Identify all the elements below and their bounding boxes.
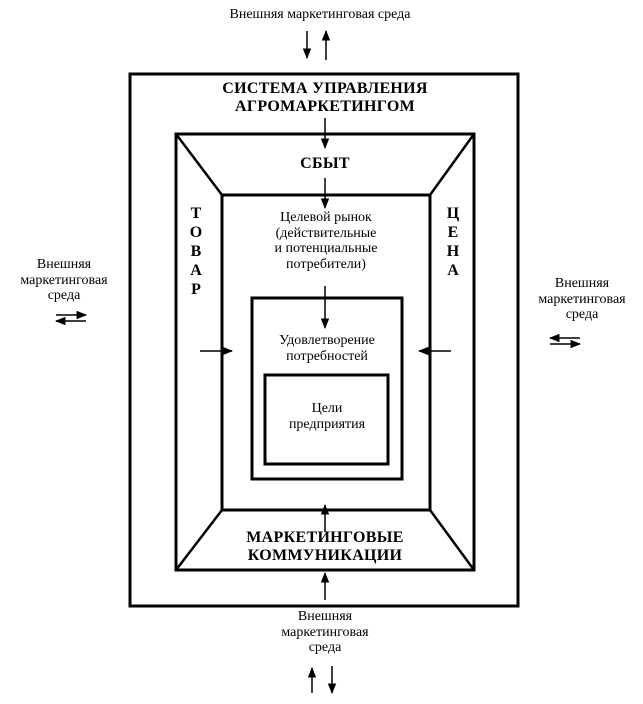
frame-bevel-tl [175,133,223,196]
goals-label: Цели предприятия [288,401,366,432]
frame-bevel-br [428,509,476,571]
external-env-bottom-label: Внешняя маркетинговая среда [281,609,369,656]
frame-price-letter: Н [446,243,460,260]
system-box [128,72,520,608]
frame-price-letter: Ц [446,205,460,222]
frame-product-letter: О [189,224,203,241]
satisfaction-label: Удовлетворение потребностей [279,333,375,364]
goals-box [263,373,390,466]
system-title: СИСТЕМА УПРАВЛЕНИЯ АГРОМАРКЕТИНГОМ [222,80,428,115]
frame-sales-label: СБЫТ [300,155,350,172]
external-env-top-label: Внешняя маркетинговая среда [229,7,411,22]
frame-bevel-bl [175,509,223,571]
frame-bevel-tr [428,133,476,196]
frame-product-letter: В [190,243,202,260]
frame-product-letter: Р [191,281,201,298]
frame-price-letter: А [447,262,459,279]
target-market-label: Целевой рынок (действительные и потенциа… [274,210,378,273]
frame-product-letter: Т [190,205,202,222]
external-env-right-label: Внешняя маркетинговая среда [538,276,626,323]
satisfaction-box [250,296,404,481]
frame-price-letter: Е [447,224,459,241]
frame-communications-label: МАРКЕТИНГОВЫЕ КОММУНИКАЦИИ [246,529,404,564]
frame-product-letter: А [190,262,202,279]
external-env-left-label: Внешняя маркетинговая среда [20,257,108,304]
